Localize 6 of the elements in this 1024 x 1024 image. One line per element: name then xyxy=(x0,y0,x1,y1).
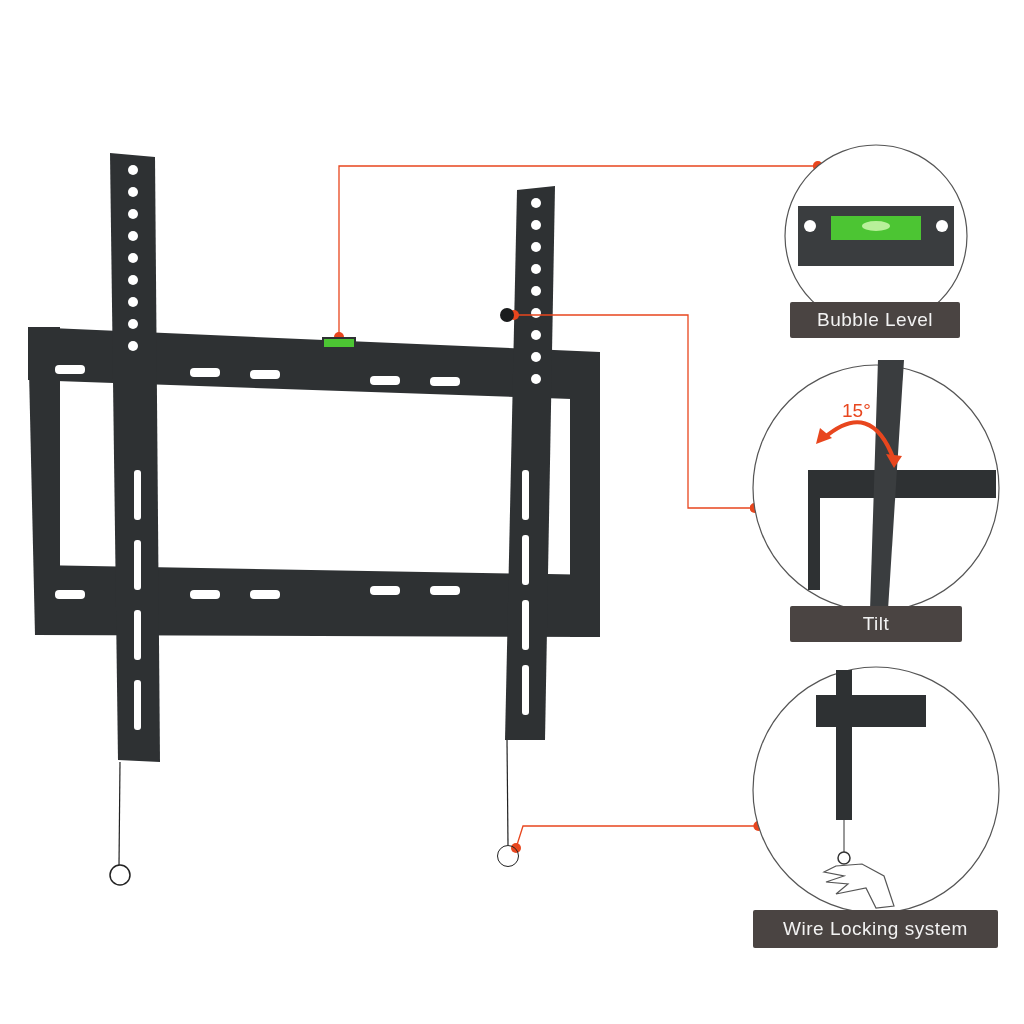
pivot-knob xyxy=(500,308,514,322)
callout-label: Tilt xyxy=(790,606,962,642)
callout-label: Wire Locking system xyxy=(753,910,998,948)
angle-label: 15° xyxy=(842,400,871,422)
bubble-level xyxy=(322,337,356,349)
callout-label: Bubble Level xyxy=(790,302,960,338)
